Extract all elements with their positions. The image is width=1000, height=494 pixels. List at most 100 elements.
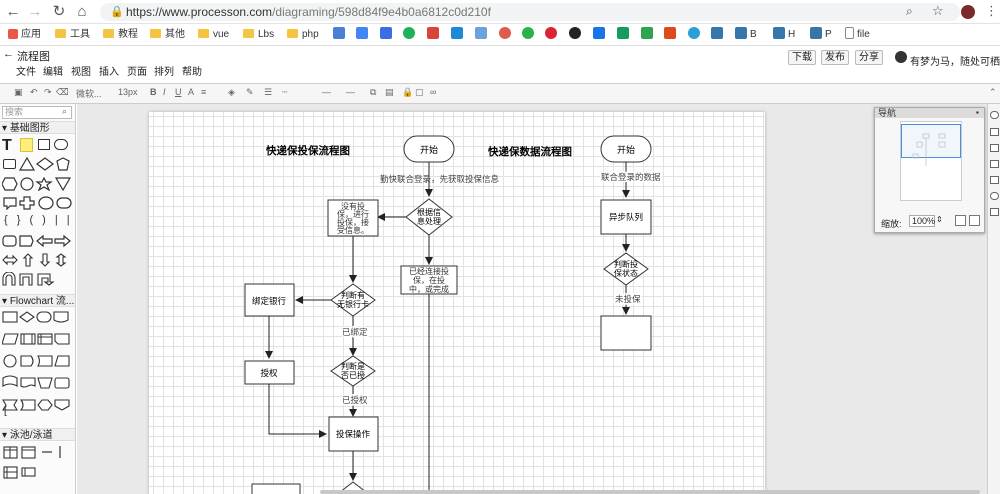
data-panel-icon[interactable] xyxy=(990,144,999,152)
user-avatar[interactable] xyxy=(895,51,907,63)
zoom-stepper-icon[interactable]: ⇕ xyxy=(936,215,943,224)
horizontal-scrollbar[interactable] xyxy=(320,490,980,494)
link-icon[interactable]: ∞ xyxy=(430,87,437,97)
site-icon[interactable] xyxy=(593,27,608,43)
site-icon[interactable] xyxy=(451,27,466,43)
fullscreen-icon[interactable] xyxy=(969,215,980,226)
right-diagram-title[interactable]: 快递保数据流程图 xyxy=(487,145,572,158)
underline-icon[interactable]: U xyxy=(175,87,182,97)
layer-icon[interactable]: ▤ xyxy=(385,87,394,97)
arrow-style-icon[interactable]: — xyxy=(346,87,355,97)
insured-result-box[interactable] xyxy=(600,315,652,351)
group-icon[interactable]: ⧉ xyxy=(370,87,377,97)
menu-help[interactable]: 帮助 xyxy=(182,67,202,78)
search-icon[interactable]: ⌕ xyxy=(906,4,913,18)
font-name-select[interactable]: 微软... xyxy=(76,89,102,99)
page-panel-icon[interactable] xyxy=(990,128,999,136)
user-name[interactable]: 有梦为马，随处可栖 xyxy=(910,57,1000,68)
python-bookmark[interactable]: B xyxy=(735,27,757,43)
navigator-thumbnail[interactable] xyxy=(900,121,962,201)
properties-panel-icon[interactable] xyxy=(990,176,999,184)
comment-icon[interactable] xyxy=(990,208,999,216)
python-bookmark[interactable]: H xyxy=(773,27,795,43)
site-icon[interactable] xyxy=(499,27,514,43)
profile-avatar[interactable] xyxy=(961,5,975,19)
reload-icon[interactable]: ↻ xyxy=(52,3,66,20)
lock-icon[interactable]: 🔒 xyxy=(402,87,414,97)
menu-file[interactable]: 文件 xyxy=(16,67,36,78)
async-queue-box[interactable] xyxy=(600,199,652,235)
github-icon[interactable] xyxy=(569,27,584,43)
site-icon[interactable] xyxy=(522,27,537,43)
navigator-close-icon[interactable]: ▪ xyxy=(976,108,979,117)
label-not-insured[interactable]: 未投保 xyxy=(614,293,643,306)
note-shape[interactable] xyxy=(20,138,33,152)
site-icon[interactable] xyxy=(688,27,703,43)
search-icon[interactable]: ⌕ xyxy=(62,106,68,116)
bracket-shapes[interactable]: { } ( ) | | xyxy=(4,214,73,226)
section-flowchart[interactable]: ▾ Flowchart 流... xyxy=(0,294,75,307)
zoom-input[interactable]: 100% xyxy=(909,215,935,227)
home-icon[interactable]: ⌂ xyxy=(77,3,87,20)
navigator-viewport[interactable] xyxy=(901,124,961,158)
basic-shapes-row-7[interactable] xyxy=(2,253,74,267)
line-style-icon[interactable]: ┄ xyxy=(282,87,288,97)
line-width-icon[interactable]: ☰ xyxy=(264,87,273,97)
fill-color-icon[interactable]: ◈ xyxy=(228,87,235,97)
no-insure-box[interactable] xyxy=(327,199,379,237)
layers-panel-icon[interactable] xyxy=(990,160,999,168)
basic-shapes-row-6[interactable] xyxy=(2,234,74,248)
apps-bookmark[interactable]: 应用 xyxy=(8,27,41,43)
history-icon[interactable] xyxy=(990,192,999,200)
bookmark-folder[interactable]: 教程 xyxy=(103,27,138,43)
ellipse-shape[interactable] xyxy=(54,139,68,150)
share-button[interactable]: 分享 xyxy=(855,50,883,65)
site-icon[interactable] xyxy=(641,27,656,43)
back-button[interactable]: ← xyxy=(3,48,14,60)
shape-search-input[interactable]: 搜索 xyxy=(2,106,72,119)
site-icon[interactable] xyxy=(380,27,395,43)
star-icon[interactable]: ☆ xyxy=(932,3,944,18)
insure-operation-box[interactable] xyxy=(328,416,379,452)
basic-shapes-row-8[interactable] xyxy=(2,272,74,286)
back-icon[interactable]: ← xyxy=(5,3,21,20)
text-shape[interactable]: T xyxy=(2,137,12,154)
site-icon[interactable] xyxy=(711,27,726,43)
align-icon[interactable]: ≡ xyxy=(201,87,207,97)
insured-box[interactable] xyxy=(400,265,458,295)
line-color-icon[interactable]: ✎ xyxy=(246,87,254,97)
connector-icon[interactable]: — xyxy=(322,87,331,97)
section-basic-shapes[interactable]: ▾ 基础图形 xyxy=(0,121,75,134)
flowchart-shapes[interactable] xyxy=(2,310,74,420)
site-icon[interactable] xyxy=(356,27,371,43)
site-icon[interactable] xyxy=(427,27,442,43)
navigator-panel[interactable]: 导航 ▪ 缩放: 100% ⇕ xyxy=(874,107,985,233)
basic-shapes-row-3[interactable] xyxy=(2,177,74,191)
site-icon[interactable] xyxy=(664,27,679,43)
font-size-select[interactable]: 13px xyxy=(118,87,138,97)
bracket-shape[interactable]: [ xyxy=(4,406,7,417)
site-icon[interactable] xyxy=(617,27,632,43)
label-card-bound[interactable]: 已绑定 xyxy=(341,326,370,339)
bookmark-folder[interactable]: vue xyxy=(198,27,229,43)
menu-arrange[interactable]: 排列 xyxy=(154,67,174,78)
python-bookmark[interactable]: P xyxy=(810,27,832,43)
rounded-rect-shape[interactable] xyxy=(3,159,16,169)
swimlane-shapes[interactable] xyxy=(2,445,74,481)
site-icon[interactable] xyxy=(545,27,560,43)
document-title[interactable]: 流程图 xyxy=(17,51,50,63)
next-box[interactable] xyxy=(251,483,301,494)
redo-icon[interactable]: ↷ xyxy=(44,87,52,97)
font-color-icon[interactable]: A xyxy=(188,87,195,97)
annotation-login[interactable]: 勤快联合登录，先获取投保信息 xyxy=(380,174,500,184)
style-panel-icon[interactable] xyxy=(990,111,999,119)
site-icon[interactable] xyxy=(475,27,490,43)
diagram-page[interactable]: 快递保投保流程图 快递保数据流程图 开始 勤快联合登录，先获取投保信息 根据信息… xyxy=(149,112,765,494)
site-icon[interactable] xyxy=(403,27,418,43)
navigator-title[interactable]: 导航 xyxy=(875,108,984,118)
more-icon[interactable]: ⋮ xyxy=(985,3,998,18)
site-icon[interactable] xyxy=(333,27,348,43)
format-painter-icon[interactable]: ▣ xyxy=(14,87,23,97)
basic-shapes-row-2[interactable] xyxy=(19,157,76,171)
bookmark-folder[interactable]: php xyxy=(287,27,319,43)
